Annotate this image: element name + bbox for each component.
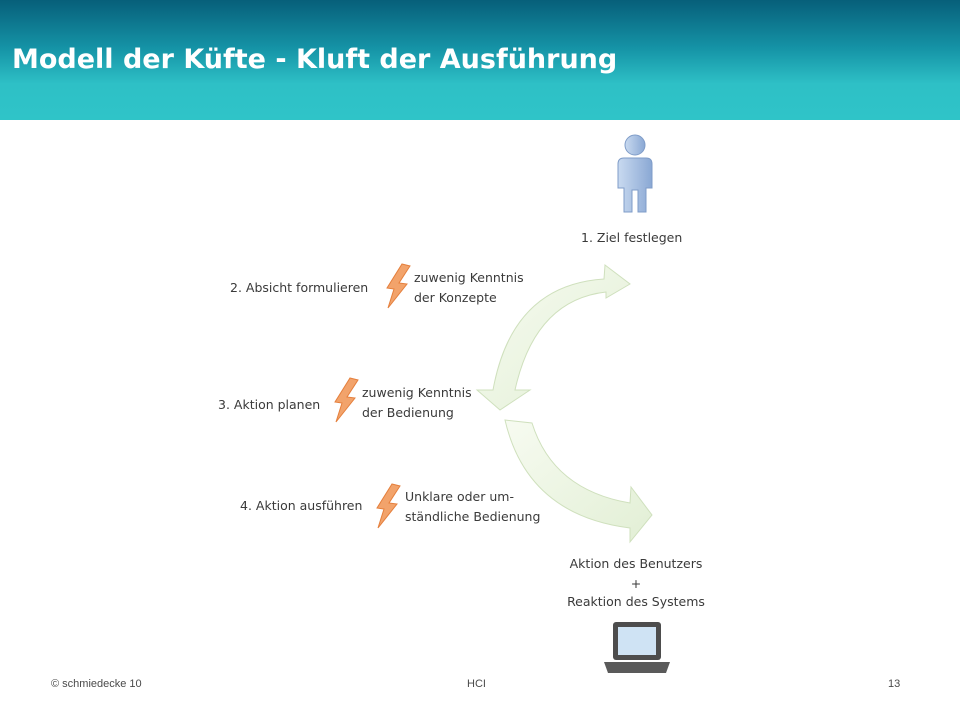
- step-intention-label: 2. Absicht formulieren: [230, 280, 368, 295]
- laptop-icon: [604, 622, 670, 673]
- person-icon: [617, 134, 653, 213]
- slide-title: Modell der Küfte - Kluft der Ausführung: [12, 44, 618, 75]
- outcome-line-1: Aktion des Benutzers: [570, 556, 703, 571]
- outcome-line-3: Reaktion des Systems: [567, 594, 705, 609]
- gap-usability-line-2: ständliche Bedienung: [405, 509, 540, 524]
- gap-operation-line-1: zuwenig Kenntnis: [362, 385, 472, 400]
- lower-cycle-arrow: [504, 419, 653, 544]
- lightning-icon: [376, 483, 401, 529]
- outcome-line-2: +: [631, 576, 641, 591]
- step-execute-label: 4. Aktion ausführen: [240, 498, 362, 513]
- gap-concepts-line-1: zuwenig Kenntnis: [414, 270, 524, 285]
- upper-cycle-arrow: [475, 264, 631, 411]
- gap-usability-line-1: Unklare oder um-: [405, 489, 514, 504]
- footer-copyright: © schmiedecke 10: [51, 678, 142, 690]
- footer-page-number: 13: [888, 678, 901, 690]
- gap-concepts-line-2: der Konzepte: [414, 290, 497, 305]
- gap-operation-line-2: der Bedienung: [362, 405, 454, 420]
- lightning-icon: [334, 377, 359, 423]
- step-plan-label: 3. Aktion planen: [218, 397, 320, 412]
- footer-course: HCI: [467, 678, 486, 690]
- step-goal-label: 1. Ziel festlegen: [581, 230, 682, 245]
- slide-header: Modell der Küfte - Kluft der Ausführung: [0, 0, 960, 120]
- lightning-icon: [386, 263, 411, 309]
